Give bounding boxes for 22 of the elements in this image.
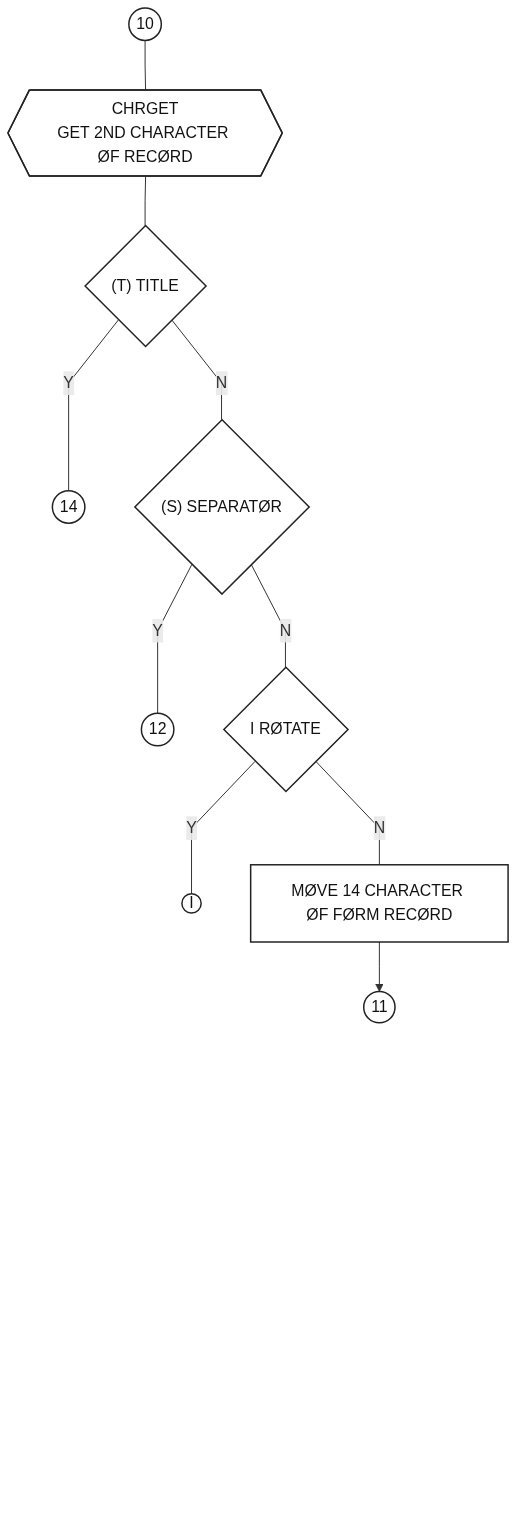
- connector: [191, 760, 256, 895]
- connector: [144, 176, 147, 227]
- edge-label: Y: [63, 374, 74, 392]
- node-circle: I: [181, 893, 202, 914]
- node-circle: 14: [51, 489, 86, 524]
- connector: [68, 319, 119, 492]
- connector: [157, 563, 193, 714]
- node-diamond: (S) SEPARATØR: [133, 418, 311, 596]
- edge-label: Y: [152, 621, 163, 639]
- node-diamond: (T) TITLE: [84, 224, 208, 348]
- connector: [171, 319, 223, 421]
- node-circle: 10: [128, 7, 163, 42]
- connector: [144, 39, 147, 91]
- connector: [315, 760, 380, 866]
- edge-label: N: [373, 819, 386, 837]
- edge-label: N: [215, 374, 228, 392]
- node-box: MØVE 14 CHARACTER ØF FØRM RECØRD: [249, 864, 509, 943]
- node-circle: 11: [362, 990, 396, 1024]
- edge-label: Y: [186, 819, 197, 837]
- node-circle: 12: [140, 712, 175, 747]
- edge-label: N: [279, 621, 292, 639]
- node-diamond: I RØTATE: [222, 666, 350, 793]
